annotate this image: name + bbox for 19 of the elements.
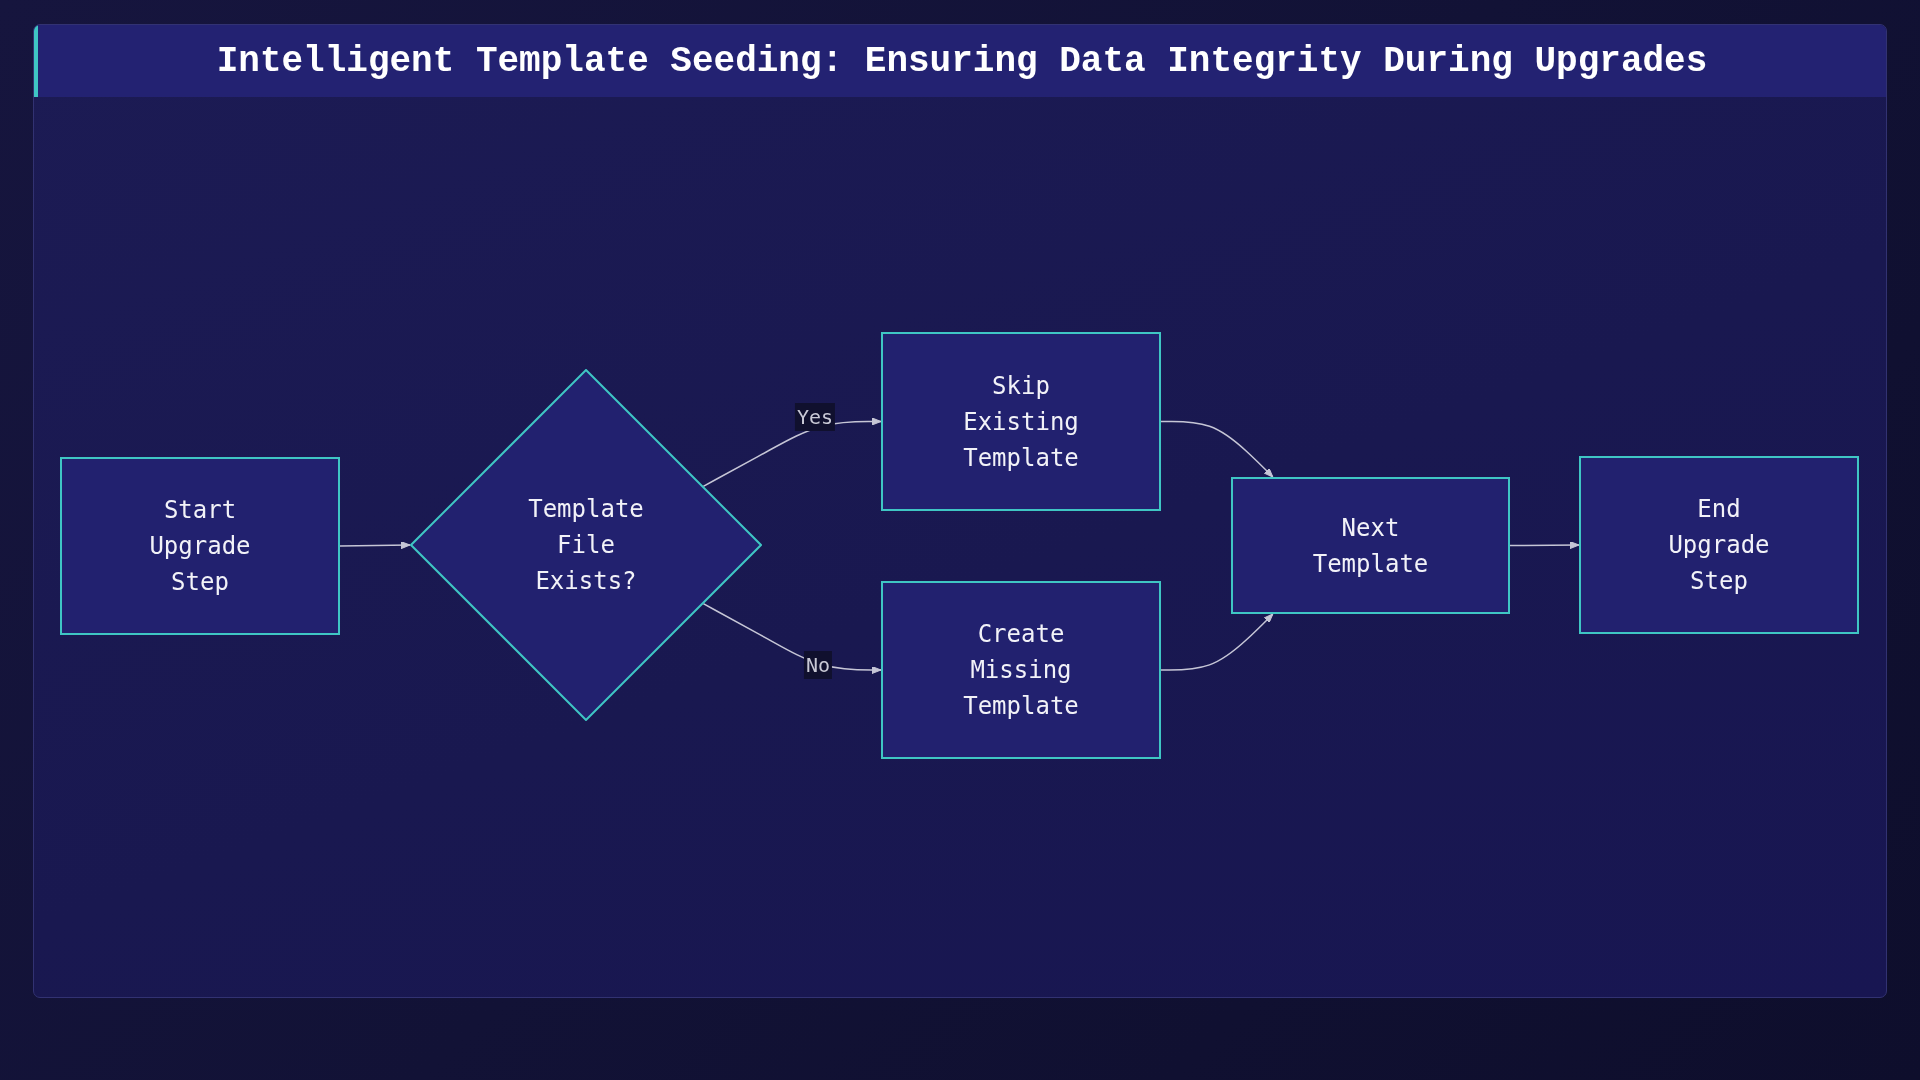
process-box — [60, 457, 340, 635]
step-label: Template File Exists? — [527, 494, 645, 597]
edge-label: Yes — [794, 403, 836, 431]
diagram-title: Intelligent Template Seeding: Ensuring Data Integrity During Upgrades — [216, 40, 1708, 82]
edge-label: No — [803, 651, 833, 679]
process-box — [881, 581, 1161, 759]
step-label: Start Upgrade Step — [148, 495, 252, 598]
process-box — [881, 332, 1161, 511]
process-box — [1579, 456, 1859, 634]
step-label: End Upgrade Step — [1667, 494, 1771, 597]
process-box — [1231, 477, 1510, 614]
arrow — [1160, 613, 1274, 671]
step-label: Next Template — [1311, 512, 1430, 580]
step-label: Skip Existing Template — [962, 370, 1080, 474]
arrow — [1509, 541, 1580, 550]
arrow — [1160, 420, 1274, 478]
step-label: Create Missing Template — [962, 619, 1080, 722]
decision-diamond — [410, 369, 762, 721]
arrow — [339, 541, 411, 550]
